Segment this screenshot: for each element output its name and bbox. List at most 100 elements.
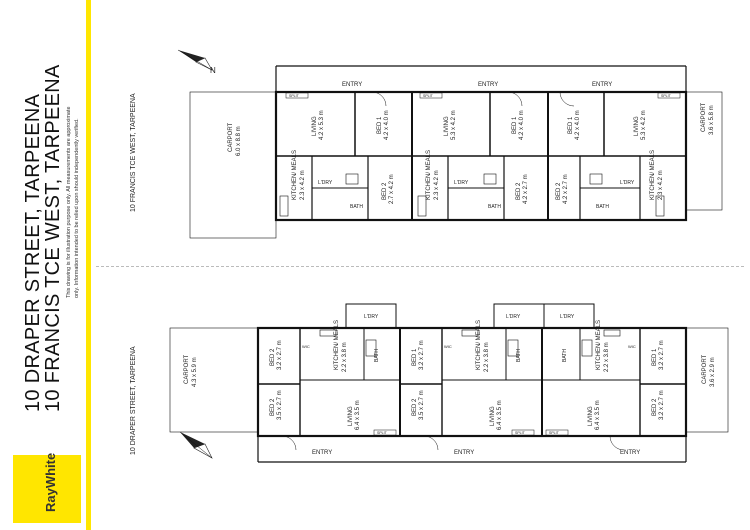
compass-icon	[177, 49, 213, 71]
lower-carport-right-name: CARPORT	[702, 354, 708, 384]
upper-u2-bed1-size: 4.2 x 4.0 m	[519, 110, 525, 140]
upper-u2-living-size: 5.3 x 4.2 m	[451, 110, 457, 140]
brand-stripe	[86, 0, 91, 530]
lower-u3-bath: BATH	[562, 349, 568, 362]
upper-u2-ldry: L'DRY	[454, 180, 469, 186]
lower-entry-3: ENTRY	[620, 450, 640, 456]
upper-u3-bath: BATH	[596, 204, 609, 210]
upper-u3-kitchen-name: KITCHEN/ MEALS	[650, 150, 656, 200]
title-line-2: 10 FRANCIS TCE WEST, TARPEENA	[42, 64, 64, 412]
lower-plan: 10 DRAPER STREET, TARPEENA	[130, 303, 729, 463]
lower-carport-left-name: CARPORT	[184, 354, 190, 384]
lower-u3-bed-b-size: 3.2 x 2.7 m	[659, 390, 665, 420]
lower-carport-right-size: 3.6 x 2.9 m	[710, 357, 716, 387]
upper-u3-bed1-size: 4.2 x 4.0 m	[575, 110, 581, 140]
lower-labels: ENTRY ENTRY ENTRY CARPORT 4.3 x 5.9 m CA…	[184, 314, 716, 456]
lower-u2-bath: BATH	[516, 349, 522, 362]
upper-u2-bath: BATH	[488, 204, 501, 210]
lower-street-label: 10 DRAPER STREET, TARPEENA	[130, 346, 137, 455]
lower-u3-bed-b-name: BED 2	[652, 398, 658, 416]
disclaimer-line-1: This drawing is for illustration purpose…	[66, 106, 72, 298]
lower-entry-2: ENTRY	[454, 450, 474, 456]
upper-u1-bed1-size: 4.2 x 4.0 m	[384, 110, 390, 140]
upper-u2-bed2-name: BED 2	[516, 182, 522, 200]
compass-north-label: N	[210, 66, 216, 75]
upper-u3-bed2-name: BED 2	[556, 182, 562, 200]
lower-u3-ldry: L'DRY	[560, 314, 575, 320]
upper-entry-3: ENTRY	[592, 82, 612, 88]
upper-carport-left-name: CARPORT	[228, 122, 234, 152]
upper-u3-bed1-name: BED 1	[568, 116, 574, 134]
lower-u2-ldry: L'DRY	[506, 314, 521, 320]
lower-u1-bed-a-name: BED 2	[270, 348, 276, 366]
lower-u2-kitchen-name: KITCHEN/ MEALS	[476, 320, 482, 370]
upper-u1-bath: BATH	[350, 204, 363, 210]
lower-u3-bed-a-size: 3.2 x 2.7 m	[659, 340, 665, 370]
upper-u2-kitchen-name: KITCHEN/ MEALS	[426, 150, 432, 200]
upper-u3-living-size: 5.3 x 4.2 m	[641, 110, 647, 140]
upper-u3-kitchen-size: 2.3 x 4.2 m	[658, 170, 664, 200]
lower-u1-bath: BATH	[374, 349, 380, 362]
disclaimer-line-2: only. Information intended to be relied …	[74, 118, 80, 298]
lower-u2-bed-a-name: BED 1	[412, 348, 418, 366]
lower-u3-living-name: LIVING	[588, 406, 594, 426]
compass-icon-lower	[179, 431, 213, 459]
lower-u2-wic: WIC	[444, 344, 452, 349]
lower-u1-bed-a-size: 3.2 x 2.7 m	[277, 340, 283, 370]
lower-u2-living-name: LIVING	[490, 406, 496, 426]
lower-u3-living-size: 6.4 x 3.5 m	[595, 400, 601, 430]
upper-u3-split: SPLIT	[661, 94, 672, 98]
lower-u2-bed-b-size: 3.5 x 2.7 m	[419, 390, 425, 420]
lower-u2-living-size: 6.4 x 3.5 m	[497, 400, 503, 430]
lower-u2-kitchen-size: 2.2 x 3.8 m	[484, 342, 490, 372]
lower-u2-bed-b-name: BED 2	[412, 398, 418, 416]
lower-u3-kitchen-size: 2.2 x 3.8 m	[604, 342, 610, 372]
lower-u2-bed-a-size: 3.2 x 2.7 m	[419, 340, 425, 370]
lower-entry-1: ENTRY	[312, 450, 332, 456]
lower-u1-kitchen-size: 2.2 x 3.8 m	[342, 342, 348, 372]
upper-u1-living-size: 4.2 x 5.3 m	[319, 110, 325, 140]
upper-u3-living-name: LIVING	[634, 116, 640, 136]
lower-u1-wic: WIC	[302, 344, 310, 349]
lower-u2-split: SPLIT	[515, 431, 526, 435]
raywhite-logo: RayWhite	[13, 452, 81, 523]
upper-u2-bed1-name: BED 1	[512, 116, 518, 134]
lower-carport-left-size: 4.3 x 5.9 m	[192, 357, 198, 387]
lower-u3-split: SPLIT	[549, 431, 560, 435]
upper-u1-kitchen-name: KITCHEN/ MEALS	[292, 150, 298, 200]
upper-u1-kitchen-size: 2.3 x 4.2 m	[300, 170, 306, 200]
lower-u1-living-name: LIVING	[348, 406, 354, 426]
upper-u1-living-name: LIVING	[312, 116, 318, 136]
upper-entry-2: ENTRY	[478, 82, 498, 88]
plan-divider	[96, 266, 744, 267]
lower-u3-kitchen-name: KITCHEN/ MEALS	[596, 320, 602, 370]
lower-u1-bed-b-name: BED 2	[270, 398, 276, 416]
upper-u2-living-name: LIVING	[444, 116, 450, 136]
lower-u3-wic: WIC	[628, 344, 636, 349]
upper-carport-right-size: 3.6 x 5.8 m	[709, 105, 715, 135]
upper-u1-ldry: L'DRY	[318, 180, 333, 186]
lower-u3-bed-a-name: BED 1	[652, 348, 658, 366]
lower-building-outline	[256, 326, 688, 438]
floor-plans: N 10 FRANCIS TCE WEST, TARPEENA	[130, 49, 729, 463]
upper-labels: ENTRY ENTRY ENTRY CARPORT 6.0 x 8.8 m CA…	[228, 82, 715, 210]
upper-entry-1: ENTRY	[342, 82, 362, 88]
upper-u1-bed2-name: BED 2	[382, 182, 388, 200]
logo-text: RayWhite	[43, 452, 58, 512]
title-block: 10 DRAPER STREET, TARPEENA 10 FRANCIS TC…	[6, 0, 84, 420]
lower-u1-kitchen-name: KITCHEN/ MEALS	[334, 320, 340, 370]
lower-u1-living-size: 6.4 x 3.5 m	[355, 400, 361, 430]
upper-u1-split: SPLIT	[289, 94, 300, 98]
upper-carport-left-size: 6.0 x 8.8 m	[236, 126, 242, 156]
upper-u2-kitchen-size: 2.3 x 4.2 m	[434, 170, 440, 200]
upper-u2-bed2-size: 4.2 x 2.7 m	[523, 174, 529, 204]
upper-u3-ldry: L'DRY	[620, 180, 635, 186]
upper-plan: N 10 FRANCIS TCE WEST, TARPEENA	[130, 49, 723, 239]
upper-u1-bed2-size: 2.7 x 4.2 m	[389, 174, 395, 204]
upper-street-label: 10 FRANCIS TCE WEST, TARPEENA	[130, 93, 137, 212]
upper-u3-bed2-size: 4.2 x 2.7 m	[563, 174, 569, 204]
lower-u1-bed-b-size: 3.5 x 2.7 m	[277, 390, 283, 420]
lower-u1-split: SPLIT	[377, 431, 388, 435]
upper-carport-right-name: CARPORT	[701, 102, 707, 132]
upper-carport-left	[189, 91, 277, 239]
